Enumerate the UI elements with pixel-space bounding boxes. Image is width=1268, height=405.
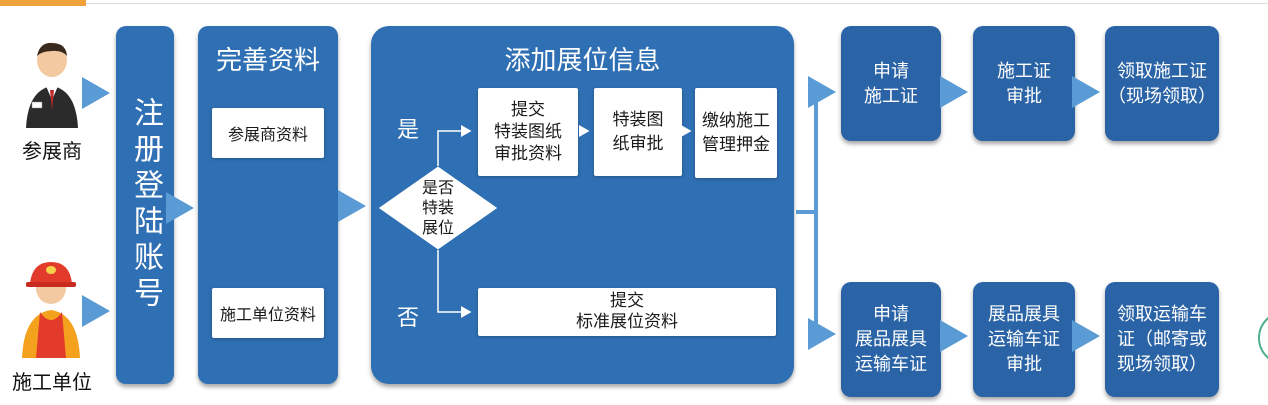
- no-label: 否: [397, 306, 420, 331]
- yes-label: 是: [397, 118, 420, 143]
- work-permit-approval-box: 施工证 审批: [973, 26, 1075, 141]
- collect-work-permit-box: 领取施工证 （现场领取）: [1105, 26, 1219, 141]
- exhibitor-icon: [22, 40, 82, 130]
- arrow-no-branch: [437, 250, 472, 318]
- contractor-info-box: 施工单位资料: [212, 288, 324, 338]
- complete-info-title: 完善资料: [215, 46, 320, 76]
- exhibitor-label: 参展商: [22, 139, 82, 163]
- collect-vehicle-permit-box: 领取运输车 证（邮寄或 现场领取）: [1105, 282, 1219, 397]
- apply-work-permit-box: 申请 施工证: [841, 26, 941, 141]
- register-box: 注册登陆账号: [116, 26, 174, 384]
- edge-partial-circle: [1258, 317, 1268, 359]
- submit-standard-box: 提交 标准展位资料: [478, 288, 776, 336]
- arrow-split-top: [808, 76, 836, 214]
- booth-info-title: 添加展位信息: [504, 46, 661, 76]
- decision-label: 是否 特装 展位: [421, 178, 454, 237]
- submit-special-box: 提交 特装图纸 审批资料: [478, 88, 578, 176]
- contractor-icon: [18, 258, 84, 360]
- arrow-yes-branch: [437, 125, 472, 166]
- register-label: 注册登陆账号: [128, 97, 163, 313]
- contractor-label: 施工单位: [12, 370, 92, 394]
- apply-vehicle-permit-box: 申请 展品展具 运输车证: [841, 282, 941, 397]
- special-approval-box: 特装图 纸审批: [594, 88, 682, 176]
- top-rule: [86, 3, 1268, 4]
- top-bar: [0, 0, 1268, 6]
- arrow-split-bottom: [808, 210, 836, 350]
- pay-deposit-box: 缴纳施工 管理押金: [695, 88, 777, 178]
- vehicle-permit-approval-box: 展品展具 运输车证 审批: [973, 282, 1075, 397]
- exhibitor-info-box: 参展商资料: [212, 108, 324, 158]
- top-accent: [0, 0, 86, 6]
